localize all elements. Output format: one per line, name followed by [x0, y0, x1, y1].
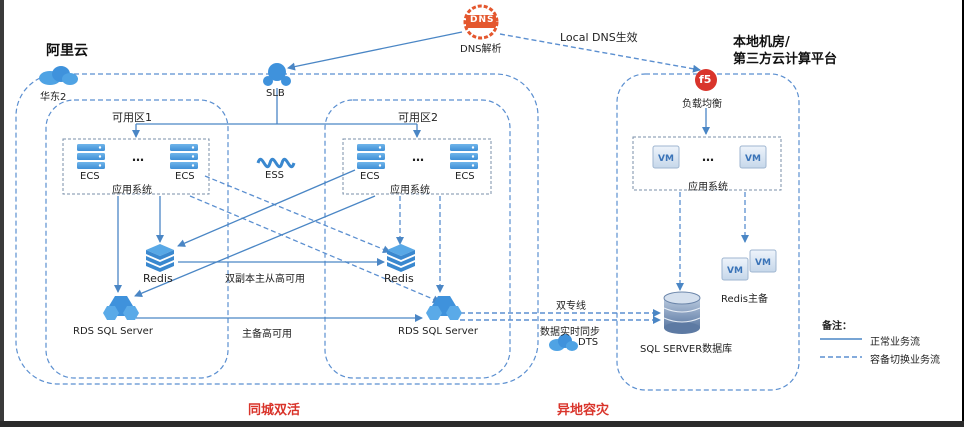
- vm-icon: [721, 257, 749, 281]
- redis-icon: [146, 244, 174, 272]
- ess-label: ESS: [265, 170, 285, 181]
- redis-icon: [387, 244, 415, 272]
- legend-title: 备注：: [822, 321, 852, 332]
- ecs-label: ECS: [360, 171, 380, 182]
- slb-label: SLB: [266, 88, 285, 99]
- ecs-label: ECS: [455, 171, 475, 182]
- region-label: 华东2: [40, 92, 67, 103]
- sql-server-db-label: SQL SERVER数据库: [640, 344, 733, 355]
- right-edge-bar: [962, 0, 964, 427]
- vm-icon: [749, 249, 777, 273]
- rds-icon: [103, 296, 139, 320]
- dts-icon: [549, 334, 578, 351]
- app-system-label: 应用系统: [688, 182, 728, 193]
- ellipsis: …: [132, 150, 144, 164]
- zone2-container: [324, 99, 511, 379]
- zone1-app-box: [62, 138, 210, 195]
- legend-normal-label: 正常业务流: [870, 337, 920, 348]
- load-balance-label: 负载均衡: [682, 99, 722, 110]
- legend-backup-label: 容备切换业务流: [870, 355, 940, 366]
- vm-icon: [739, 145, 767, 169]
- ellipsis: …: [412, 150, 424, 164]
- app-system-label: 应用系统: [390, 185, 430, 196]
- zone2-label: 可用区2: [398, 111, 438, 124]
- same-city-label: 同城双活: [248, 403, 301, 418]
- ecs-icon: [170, 144, 198, 169]
- dual-replica-label: 双副本主从高可用: [225, 274, 305, 285]
- local-dns-label: Local DNS生效: [560, 31, 638, 44]
- redis-master-label: Redis主备: [721, 294, 768, 305]
- f5-icon: [695, 69, 717, 91]
- realtime-sync-label: 数据实时同步: [540, 327, 600, 338]
- vm-icon: [652, 145, 680, 169]
- rds-label: RDS SQL Server: [73, 326, 153, 337]
- ellipsis: …: [702, 150, 714, 164]
- ecs-label: ECS: [175, 171, 195, 182]
- local-dc-container: [616, 73, 800, 391]
- local-dc-title-line1: 本地机房/: [733, 35, 790, 50]
- ecs-label: ECS: [80, 171, 100, 182]
- redis-label: Redis: [143, 272, 173, 285]
- rds-icon: [426, 296, 462, 320]
- app-system-label: 应用系统: [112, 185, 152, 196]
- remote-dr-label: 异地容灾: [557, 403, 610, 418]
- dns-resolve-label: DNS解析: [460, 44, 502, 55]
- database-icon: [663, 291, 701, 334]
- zone1-container: [45, 99, 229, 379]
- master-standby-label: 主备高可用: [242, 329, 292, 340]
- ecs-icon: [357, 144, 385, 169]
- dts-label: DTS: [578, 337, 599, 348]
- local-dc-title-line2: 第三方云计算平台: [733, 52, 838, 67]
- cloud-icon: [39, 66, 78, 85]
- zone2-app-box: [342, 138, 492, 195]
- zone1-label: 可用区1: [112, 111, 152, 124]
- ecs-icon: [77, 144, 105, 169]
- ecs-icon: [450, 144, 478, 169]
- bottom-edge-bar: [0, 421, 964, 427]
- rds-label: RDS SQL Server: [398, 326, 478, 337]
- aliyun-title: 阿里云: [46, 43, 88, 59]
- dns-icon-label: DNS: [470, 15, 495, 25]
- f5-icon-label: f5: [699, 73, 712, 86]
- slb-icon: [263, 63, 291, 86]
- dns-icon: [463, 4, 499, 40]
- redis-label: Redis: [384, 272, 414, 285]
- ess-icon: [256, 157, 296, 169]
- dual-line-label: 双专线: [556, 301, 586, 312]
- local-app-box: [632, 136, 782, 191]
- left-edge-bar: [0, 0, 4, 427]
